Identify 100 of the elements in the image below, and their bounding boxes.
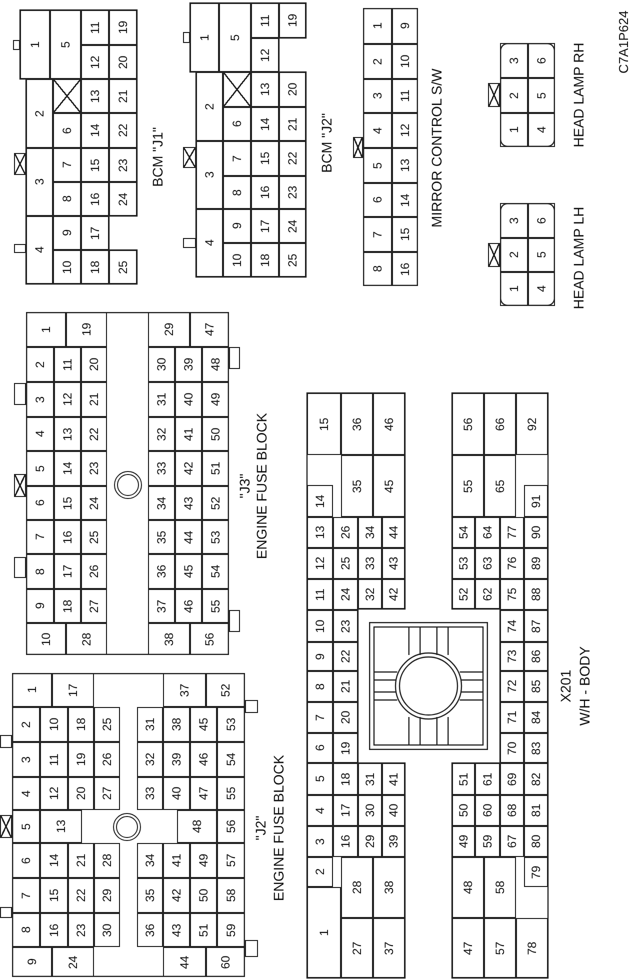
pin-cell: 5 (26, 451, 54, 486)
pin-cell: 23 (68, 913, 94, 947)
pin-cell: 4 (528, 272, 555, 306)
pin-cell: 39 (175, 347, 202, 382)
pin-cell: 14 (392, 183, 418, 217)
pin-cell: 6 (53, 113, 81, 148)
pin-cell: 38 (148, 623, 190, 655)
pin-cell: 41 (175, 417, 202, 451)
pin-cell: 46 (175, 589, 202, 623)
pin-cell: 2 (26, 347, 54, 382)
pin-cell: 20 (333, 702, 358, 733)
pin-cell: 16 (40, 913, 68, 947)
connector-label: HEAD LAMP LH (571, 206, 587, 310)
pin-cell: 68 (500, 795, 524, 826)
pin-cell: 19 (66, 312, 107, 347)
pin-cell: 60 (206, 947, 245, 977)
pin-cell: 3 (26, 148, 53, 216)
pin-cell: 22 (109, 113, 137, 148)
pin-cell: 72 (500, 671, 524, 702)
pin-cell: 24 (333, 579, 358, 610)
pin-cell: 8 (223, 176, 251, 209)
pin-cell: 19 (109, 10, 137, 45)
pin-cell: 59 (217, 913, 245, 947)
pin-cell: 39 (163, 742, 190, 777)
pin-cell: 64 (475, 517, 500, 548)
pin-cell: 46 (190, 742, 217, 777)
pin-cell: 28 (94, 843, 120, 878)
pin-cell: 46 (373, 393, 405, 455)
pin-cell: 90 (524, 517, 548, 548)
pin-cell: 35 (148, 520, 175, 554)
pin-cell: 37 (373, 918, 405, 978)
pin-cell: 26 (81, 554, 107, 589)
pin-cell: 4 (26, 417, 54, 451)
pin-cell: 15 (81, 148, 109, 182)
pin-cell: 76 (500, 548, 524, 579)
connector-label: X201 (558, 670, 574, 702)
pin-cell: 33 (358, 548, 382, 579)
pin-cell: 6 (307, 733, 333, 763)
pin-cell: 7 (363, 217, 392, 252)
pin-cell: 25 (109, 250, 137, 284)
pin-cell: 3 (12, 742, 40, 777)
pin-cell: 86 (524, 642, 548, 671)
pin-cell: 54 (202, 554, 229, 589)
pin-cell: 13 (40, 810, 82, 843)
pin-cell: 24 (81, 486, 107, 520)
pin-cell: 74 (500, 610, 524, 642)
connector-label: BCM "J1" (150, 127, 166, 187)
pin-cell: 11 (81, 10, 109, 45)
pin-cell: 3 (363, 79, 392, 113)
connector-label: MIRROR CONTROL S/W (429, 68, 445, 228)
pin-cell: 42 (175, 451, 202, 486)
pin-cell: 56 (217, 810, 245, 843)
pin-cell: 28 (341, 857, 373, 918)
pin-cell: 73 (500, 642, 524, 671)
pin-cell: 17 (251, 209, 279, 243)
connector-label: ENGINE FUSE BLOCK (254, 412, 270, 560)
pin-cell: 1 (20, 10, 50, 79)
pin-cell: 44 (382, 517, 405, 548)
pin-cell: 12 (392, 113, 418, 148)
pin-cell: 71 (500, 702, 524, 733)
pin-cell: 47 (190, 777, 217, 810)
pin-cell: 45 (175, 554, 202, 589)
pin-cell: 44 (175, 520, 202, 554)
pin-cell: 36 (148, 554, 175, 589)
pin-cell: 13 (307, 517, 333, 548)
pin-cell: 2 (26, 79, 53, 148)
pin-cell: 29 (94, 878, 120, 913)
pin-cell: 14 (307, 485, 333, 517)
pin-cell: 52 (206, 673, 245, 707)
pin-cell: 27 (81, 589, 107, 623)
pin-cell: 1 (307, 887, 341, 978)
pin-cell: 20 (81, 347, 107, 382)
pin-cell: 1 (500, 272, 528, 306)
pin-cell: 15 (392, 217, 418, 252)
pin-cell: 14 (40, 843, 68, 878)
pin-cell: 42 (163, 878, 190, 913)
pin-cell: 21 (81, 382, 107, 417)
pin-cell: 33 (148, 451, 175, 486)
pin-cell: 55 (202, 589, 229, 623)
pin-cell: 4 (528, 113, 555, 147)
connector-label: ENGINE FUSE BLOCK (271, 754, 287, 902)
pin-cell: 53 (452, 548, 475, 579)
pin-cell: 5 (528, 78, 555, 113)
pin-cell: 8 (53, 182, 81, 216)
pin-cell: 66 (484, 393, 516, 455)
pin-cell: 18 (54, 589, 81, 623)
pin-cell: 83 (524, 733, 548, 763)
pin-cell: 31 (148, 382, 175, 417)
pin-cell: 48 (177, 810, 217, 843)
pin-cell: 7 (12, 878, 40, 913)
pin-cell: 3 (500, 43, 528, 78)
pin-cell: 84 (524, 702, 548, 733)
pin-cell: 4 (196, 209, 223, 277)
pin-cell: 77 (500, 517, 524, 548)
pin-cell: 10 (40, 707, 68, 742)
pin-cell: 1 (12, 673, 52, 707)
pin-cell: 17 (54, 554, 81, 589)
pin-cell: 14 (251, 107, 279, 141)
pin-cell: 50 (452, 795, 475, 826)
pin-cell: 19 (68, 742, 94, 777)
